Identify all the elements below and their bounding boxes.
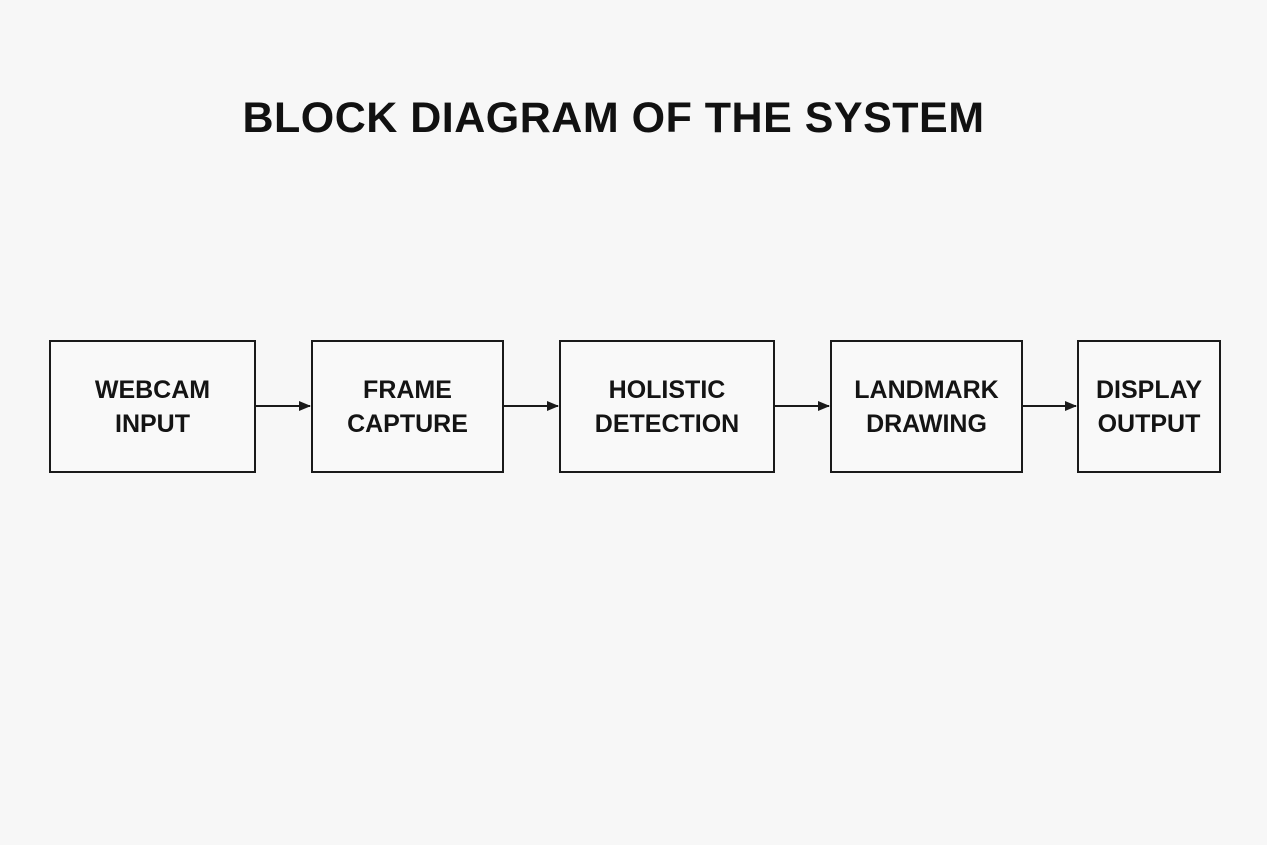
block-label-line2: DETECTION: [594, 409, 740, 438]
block-webcam-input: WEBCAM INPUT: [49, 340, 256, 473]
block-label-line1: LANDMARK: [854, 375, 999, 404]
block-display-output: DISPLAY OUTPUT: [1077, 340, 1221, 473]
block-landmark-drawing: LANDMARK DRAWING: [830, 340, 1023, 473]
block-label-line2: CAPTURE: [347, 409, 468, 438]
block-label-line1: DISPLAY: [1095, 375, 1203, 404]
block-frame-capture: FRAME CAPTURE: [311, 340, 504, 473]
block-label-line2: INPUT: [115, 409, 190, 438]
block-label-line1: FRAME: [363, 375, 452, 404]
diagram-title: BLOCK DIAGRAM OF THE SYSTEM: [242, 94, 985, 142]
block-label-line2: DRAWING: [866, 409, 987, 438]
block-label-line1: WEBCAM: [94, 375, 211, 404]
block-label-line1: HOLISTIC: [608, 375, 726, 404]
block-label-line2: OUTPUT: [1097, 409, 1201, 438]
block-holistic-detection: HOLISTIC DETECTION: [559, 340, 775, 473]
